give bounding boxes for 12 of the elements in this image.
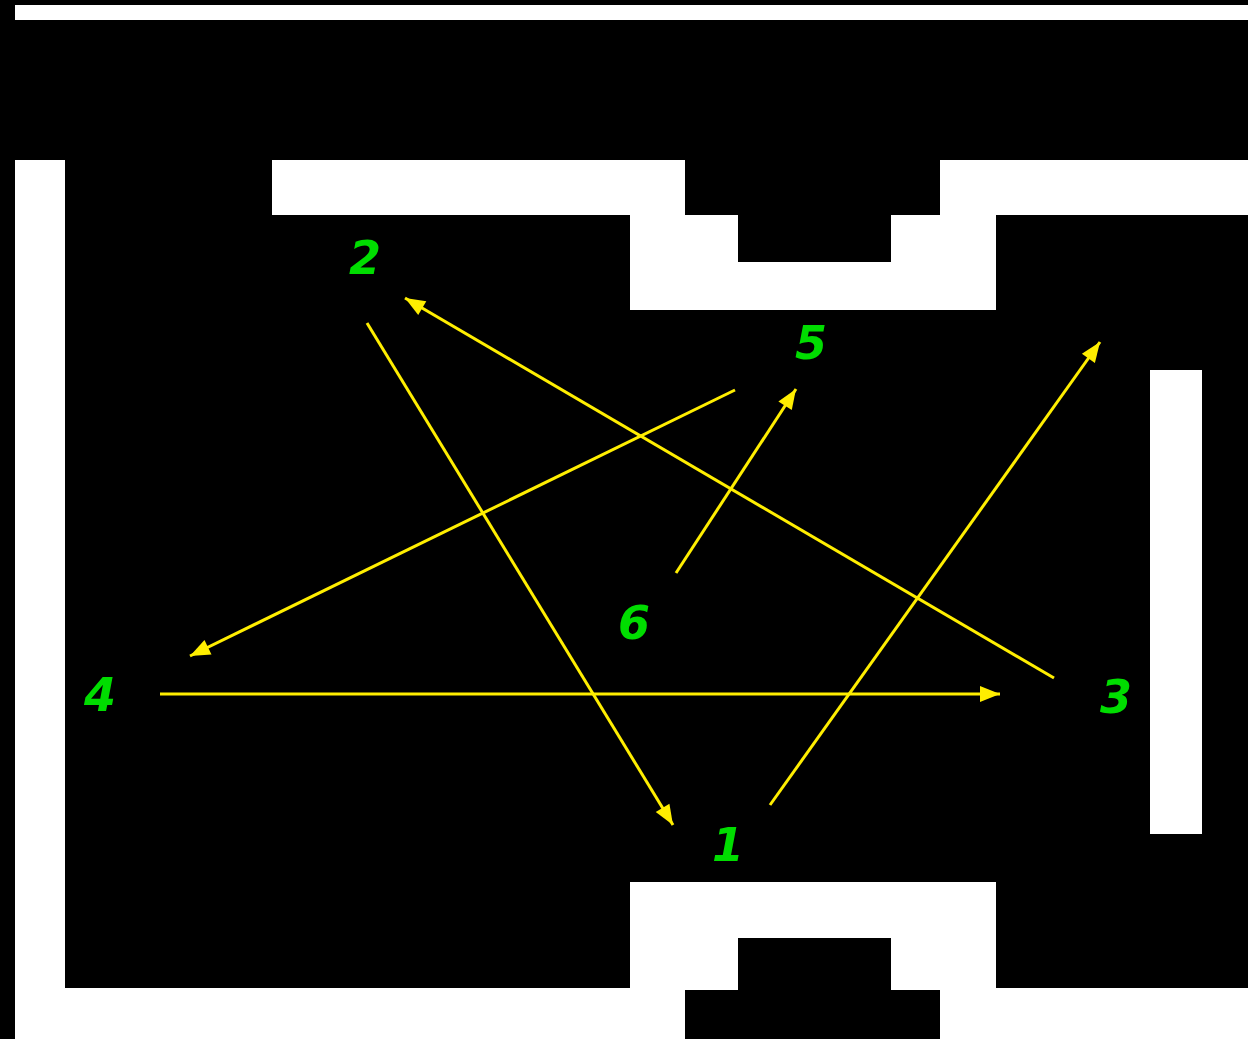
point-number: 5	[795, 320, 827, 366]
point-number: 3	[1100, 674, 1132, 720]
arrow	[768, 341, 1102, 806]
point-number: 2	[349, 235, 381, 281]
arrow	[160, 686, 1000, 702]
arrow	[404, 296, 1055, 680]
arrow	[674, 388, 798, 574]
point-number: 1	[712, 822, 744, 868]
arrow	[189, 388, 736, 658]
point-number: 6	[618, 600, 650, 646]
arrow	[365, 322, 675, 826]
point-number: 4	[84, 672, 116, 718]
